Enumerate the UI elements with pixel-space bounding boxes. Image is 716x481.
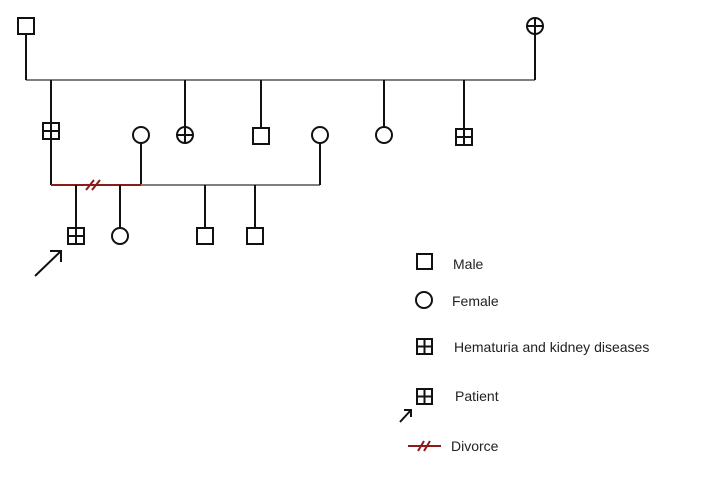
generation-3-drops <box>75 185 256 228</box>
generation-2-unions <box>50 139 321 191</box>
proband-arrow-icon <box>34 250 62 277</box>
legend-divorce-icon <box>408 440 441 452</box>
g2-wife-female-symbol <box>132 126 150 144</box>
g2-daughter-married-female-symbol <box>311 126 329 144</box>
legend-icons <box>399 253 441 452</box>
generation-2-drops <box>50 80 465 129</box>
generation-2 <box>42 122 473 146</box>
g2-daughter-female-symbol <box>375 126 393 144</box>
g3-son-2-male-symbol <box>246 227 264 245</box>
patient-square-plus-icon <box>416 388 433 405</box>
g2-son-male-symbol <box>252 127 270 145</box>
g2-daughter-cross-symbol <box>176 126 194 144</box>
square-icon <box>416 253 433 270</box>
legend-label-patient: Patient <box>455 388 499 404</box>
g3-son-1-male-symbol <box>196 227 214 245</box>
legend-label-divorce: Divorce <box>451 438 499 454</box>
square-plus-icon <box>416 338 433 355</box>
g3-daughter-female-symbol <box>111 227 129 245</box>
g2-son-affected-2-symbol <box>455 128 473 146</box>
g2-son-affected-symbol <box>42 122 60 140</box>
legend-label-hematuria: Hematuria and kidney diseases <box>454 339 650 355</box>
legend-label-male: Male <box>453 256 484 272</box>
g3-proband-affected-symbol <box>67 227 85 245</box>
g1-mother-female-cross-symbol <box>526 17 544 35</box>
legend-label-female: Female <box>452 293 499 309</box>
generation-3 <box>34 227 264 277</box>
circle-icon <box>415 291 433 309</box>
generation-1 <box>17 17 544 81</box>
patient-arrow-icon <box>399 409 412 423</box>
divorce-slash-icon <box>85 179 101 191</box>
g1-father-male-symbol <box>17 17 35 35</box>
